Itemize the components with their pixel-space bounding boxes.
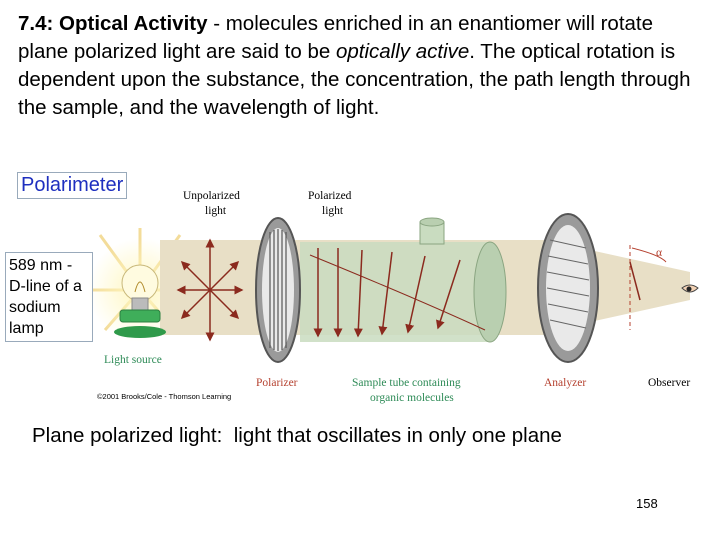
- analyzer-disc: [537, 213, 599, 363]
- heading-title: 7.4: Optical Activity: [18, 12, 208, 35]
- light-source-label: Light source: [104, 354, 162, 366]
- sample-tube: [300, 217, 507, 343]
- page-number: 158: [636, 496, 658, 511]
- unpolarized-label-2: light: [205, 205, 227, 217]
- unpolarized-arrows: [176, 238, 244, 342]
- unpolarized-label-1: Unpolarized: [183, 190, 240, 202]
- sodium-lamp-note: 589 nm - D-line of a sodium lamp: [5, 252, 93, 342]
- heading-text-1: - molecules enriched in an enantiomer wi…: [18, 12, 654, 63]
- sample-tube-label-2: organic molecules: [370, 392, 454, 404]
- eye-icon: [681, 284, 699, 293]
- heading-text-2: . The optical rotation is dependent upon…: [18, 40, 691, 119]
- alpha-label: α: [656, 247, 662, 259]
- light-bulb-icon: [114, 264, 166, 338]
- polarized-label-1: Polarized: [308, 190, 352, 202]
- rotation-angle: [629, 245, 667, 330]
- sample-tube-label-1: Sample tube containing: [352, 377, 461, 389]
- polarimeter-label: Polarimeter: [17, 172, 128, 199]
- polarizer-label: Polarizer: [256, 377, 298, 389]
- copyright-label: ©2001 Brooks/Cole - Thomson Learning: [97, 392, 231, 401]
- polarizer-disc: [255, 217, 301, 363]
- polarized-label-2: light: [322, 205, 344, 217]
- heading-italic: optically active: [335, 40, 470, 63]
- observer-label: Observer: [648, 377, 690, 389]
- definition-text: Plane polarized light: light that oscill…: [32, 424, 562, 447]
- polarized-arrows: [313, 248, 461, 338]
- analyzer-label: Analyzer: [544, 377, 586, 389]
- heading: 7.4: Optical Activity - molecules enrich…: [18, 10, 708, 122]
